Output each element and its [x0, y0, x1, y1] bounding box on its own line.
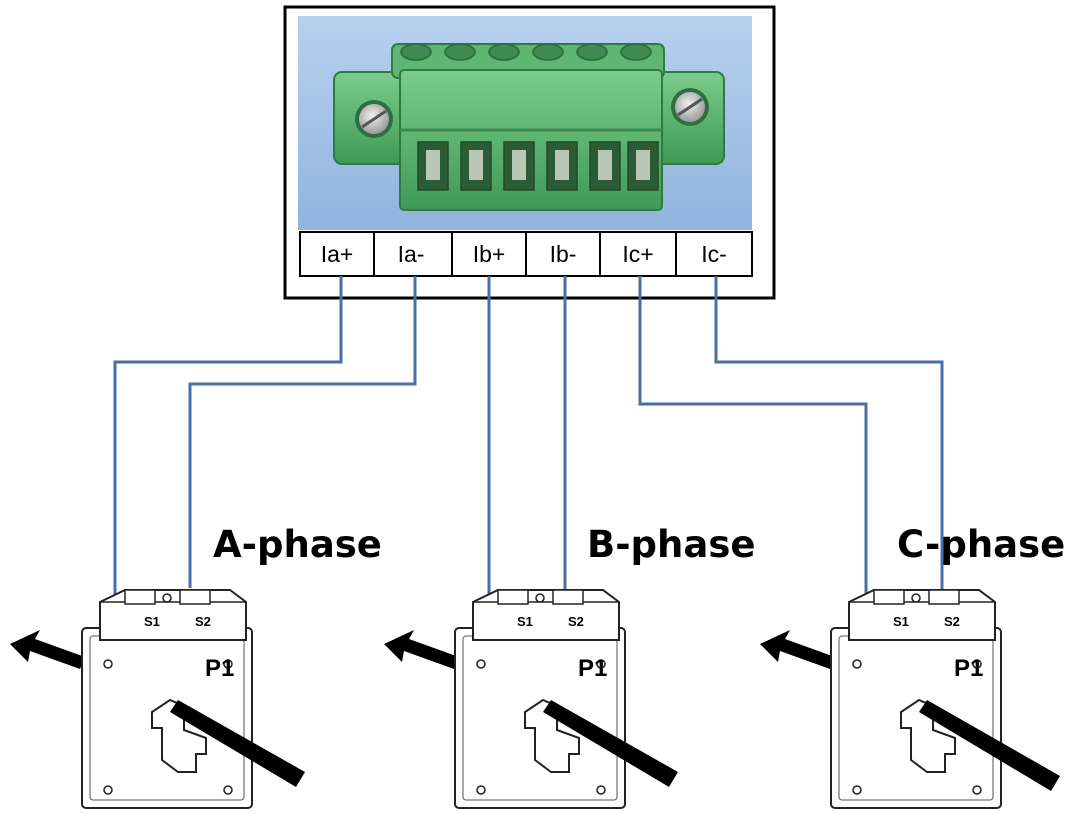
- phase-label-b: B-phase: [587, 523, 755, 566]
- terminal-label-ia-plus: Ia+: [321, 241, 354, 267]
- terminal-labels: Ia+ Ia- Ib+ Ib- Ic+ Ic-: [299, 231, 753, 277]
- ct-b-s1-label: S1: [517, 614, 533, 629]
- current-transformer-c: S1 S2 P1: [760, 589, 1060, 809]
- terminal-label-ia-minus: Ia-: [398, 241, 425, 267]
- ct-c-s1-label: S1: [893, 614, 909, 629]
- ct-b-s2-label: S2: [568, 614, 584, 629]
- terminal-label-ib-plus: Ib+: [473, 241, 506, 267]
- wire-ia-plus: [113, 276, 343, 596]
- terminal-block-photo: [298, 16, 752, 230]
- screw-icon: [671, 88, 709, 126]
- terminal-label-ic-minus: Ic-: [701, 241, 727, 267]
- wires: [113, 276, 944, 604]
- current-transformer-b: S1 S2 P1: [384, 589, 678, 809]
- terminal-label-ib-minus: Ib-: [550, 241, 577, 267]
- current-transformer-a: S1 S2 P1: [10, 589, 305, 809]
- ct-c-s2-label: S2: [944, 614, 960, 629]
- phase-label-c: C-phase: [897, 523, 1065, 566]
- terminal-label-ic-plus: Ic+: [622, 241, 653, 267]
- screw-icon: [355, 100, 393, 138]
- wire-ic-minus: [714, 276, 944, 596]
- wire-ic-plus: [638, 276, 868, 604]
- ct-a-s2-label: S2: [195, 614, 211, 629]
- ct-b-p1-label: P1: [578, 655, 607, 682]
- phase-label-a: A-phase: [213, 523, 382, 566]
- wire-ia-minus: [188, 276, 417, 588]
- ct-a-s1-label: S1: [144, 614, 160, 629]
- ct-c-p1-label: P1: [954, 655, 983, 682]
- ct-a-p1-label: P1: [205, 655, 234, 682]
